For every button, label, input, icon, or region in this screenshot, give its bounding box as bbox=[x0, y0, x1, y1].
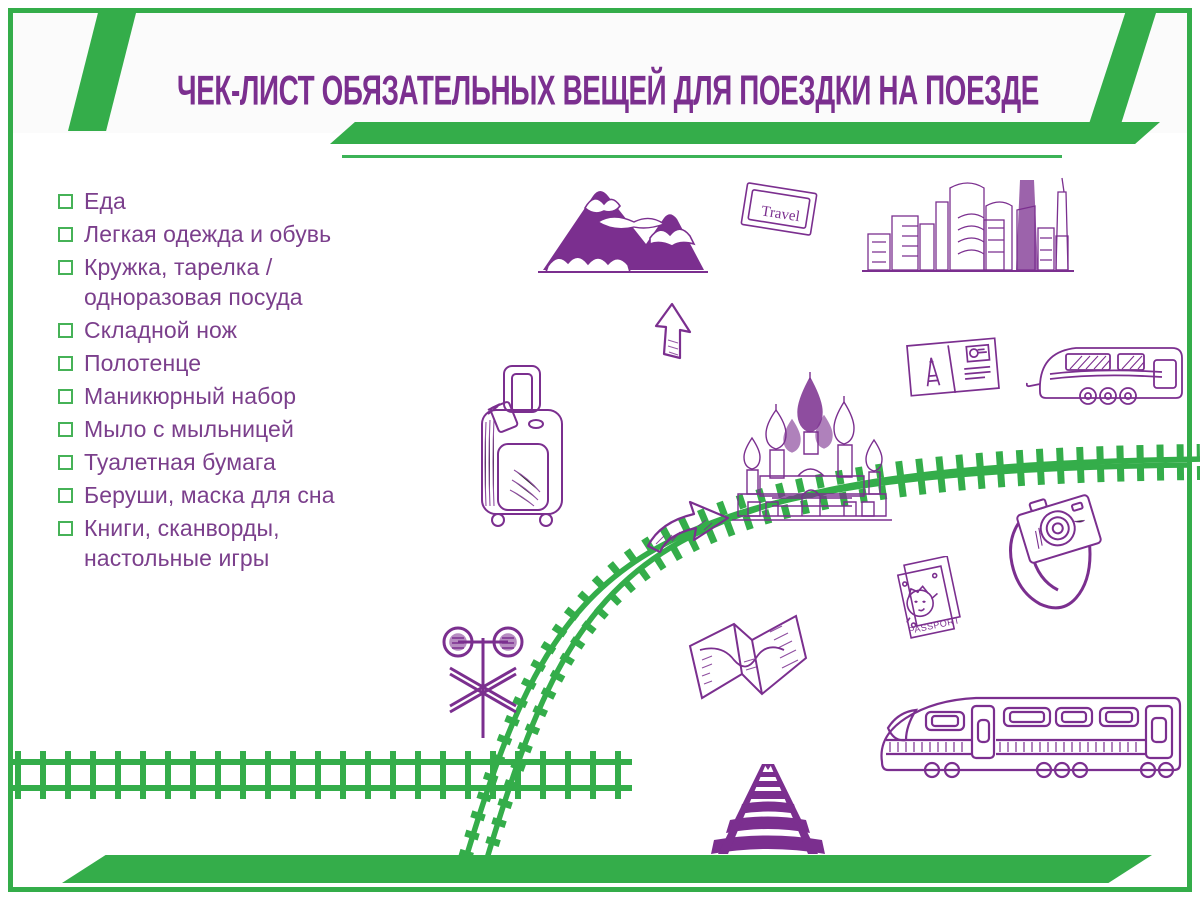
checklist-item[interactable]: Книги, сканворды, настольные игры bbox=[58, 513, 488, 573]
checklist-item[interactable]: Маникюрный набор bbox=[58, 381, 488, 411]
pet-passport-label: PASSPORT bbox=[908, 615, 961, 636]
checklist-item-label: Мыло с мыльницей bbox=[84, 416, 294, 442]
camera-icon bbox=[1009, 494, 1102, 610]
horizontal-railway-track bbox=[12, 751, 632, 799]
checkbox-icon[interactable] bbox=[58, 422, 73, 437]
checkbox-icon[interactable] bbox=[58, 260, 73, 275]
railway-crossing-signal-icon bbox=[442, 626, 524, 738]
city-skyline-icon bbox=[862, 177, 1074, 272]
checklist-item-label: Легкая одежда и обувь bbox=[84, 221, 332, 247]
footer-accent-bar bbox=[62, 855, 1152, 883]
travel-ticket-icon: Travel bbox=[740, 182, 818, 236]
checklist-item[interactable]: Беруши, маска для сна bbox=[58, 480, 488, 510]
checkbox-icon[interactable] bbox=[58, 323, 73, 338]
checklist-item[interactable]: Мыло с мыльницей bbox=[58, 414, 488, 444]
checklist-item-label: Складной нож bbox=[84, 317, 238, 343]
checklist-item[interactable]: Кружка, тарелка / одноразовая посуда bbox=[58, 252, 488, 312]
checklist-item-label: Полотенце bbox=[84, 350, 202, 376]
checklist: Еда Легкая одежда и обувь Кружка, тарелк… bbox=[58, 186, 488, 576]
checklist-item[interactable]: Еда bbox=[58, 186, 488, 216]
arrow-up-right-icon bbox=[646, 500, 730, 554]
header-thin-rule bbox=[342, 155, 1062, 158]
arrow-up-left-icon bbox=[654, 302, 692, 360]
postcard-eiffel-icon bbox=[906, 337, 1000, 397]
checklist-item[interactable]: Полотенце bbox=[58, 348, 488, 378]
checklist-item[interactable]: Туалетная бумага bbox=[58, 447, 488, 477]
checklist-item-label: Маникюрный набор bbox=[84, 383, 297, 409]
checklist-item-label: Беруши, маска для сна bbox=[84, 482, 335, 508]
checklist-item-label: Еда bbox=[84, 188, 126, 214]
checkbox-icon[interactable] bbox=[58, 389, 73, 404]
travel-ticket-label: Travel bbox=[760, 203, 801, 225]
perspective-rail-track-icon bbox=[711, 764, 825, 854]
checklist-item[interactable]: Легкая одежда и обувь bbox=[58, 219, 488, 249]
checklist-item[interactable]: Складной нож bbox=[58, 315, 488, 345]
header-band bbox=[13, 13, 1187, 133]
checkbox-icon[interactable] bbox=[58, 227, 73, 242]
checkbox-icon[interactable] bbox=[58, 521, 73, 536]
checklist-item-label: Книги, сканворды, настольные игры bbox=[84, 515, 280, 571]
saint-basils-cathedral-icon bbox=[732, 372, 892, 521]
checkbox-icon[interactable] bbox=[58, 356, 73, 371]
high-speed-train-icon bbox=[880, 696, 1182, 779]
checkbox-icon[interactable] bbox=[58, 455, 73, 470]
mountain-icon bbox=[538, 191, 708, 273]
caravan-trailer-icon bbox=[1026, 347, 1183, 405]
pet-passport-icon: PASSPORT bbox=[896, 556, 961, 639]
page-title: ЧЕК-ЛИСТ ОБЯЗАТЕЛЬНЫХ ВЕЩЕЙ ДЛЯ ПОЕЗДКИ … bbox=[177, 68, 1039, 115]
checkbox-icon[interactable] bbox=[58, 194, 73, 209]
checkbox-icon[interactable] bbox=[58, 488, 73, 503]
checklist-item-label: Туалетная бумага bbox=[84, 449, 276, 475]
folded-map-icon bbox=[688, 614, 808, 700]
header-accent-bar bbox=[330, 122, 1160, 144]
checklist-item-label: Кружка, тарелка / одноразовая посуда bbox=[84, 254, 303, 310]
